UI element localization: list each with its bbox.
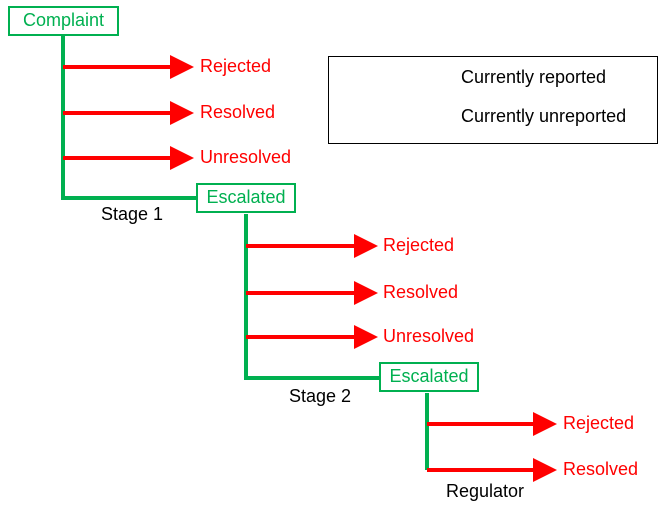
legend-reported-label: Currently reported (461, 67, 607, 87)
escalated-node-stage2: Escalated (379, 362, 479, 392)
stage2-outcome-resolved: Resolved (383, 282, 459, 302)
regulator-outcome-resolved: Resolved (563, 459, 639, 479)
stage2-label: Stage 2 (289, 386, 352, 406)
legend-unreported-label: Currently unreported (461, 106, 627, 126)
regulator-label: Regulator (446, 481, 525, 501)
escalated-node-stage1: Escalated (196, 183, 296, 213)
stage1-outcome-unresolved: Unresolved (200, 147, 292, 167)
stage2-outcome-rejected: Rejected (383, 235, 455, 255)
complaint-node: Complaint (8, 6, 119, 36)
reported-path-stage2 (244, 214, 380, 380)
stage2-outcome-unresolved: Unresolved (383, 326, 475, 346)
stage1-label: Stage 1 (101, 204, 164, 224)
reported-path-stage1 (61, 36, 196, 200)
regulator-outcome-rejected: Rejected (563, 413, 635, 433)
stage1-outcome-resolved: Resolved (200, 102, 276, 122)
legend (328, 56, 658, 144)
stage1-outcome-rejected: Rejected (200, 56, 272, 76)
